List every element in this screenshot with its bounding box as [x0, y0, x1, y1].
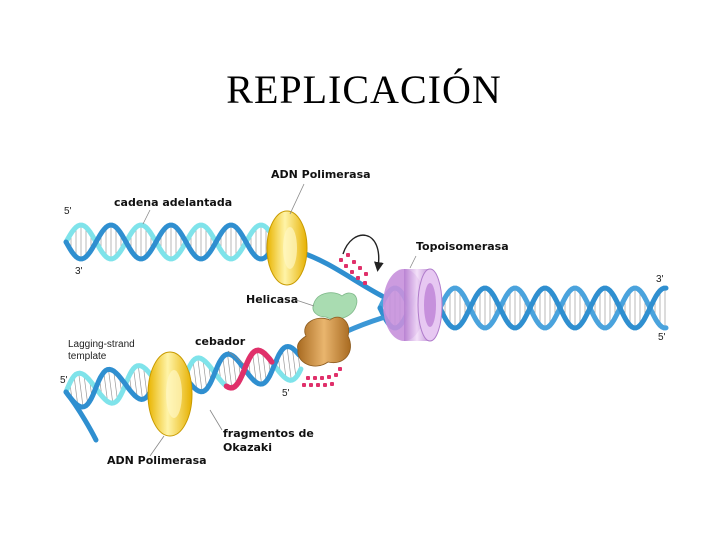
ssb-dot — [358, 266, 362, 270]
end-right-3: 3' — [656, 274, 664, 285]
rna-primer-segment — [223, 347, 275, 391]
ssb-dot — [309, 383, 313, 387]
label-helicase: Helicasa — [246, 293, 298, 306]
label-okazaki-2: Okazaki — [223, 441, 272, 454]
rotation-arrow-icon — [342, 234, 384, 272]
label-leading-strand: cadena adelantada — [114, 196, 232, 209]
base-pair — [262, 351, 267, 382]
label-primer: cebador — [195, 335, 246, 348]
base-pair — [78, 373, 84, 407]
label-okazaki-1: fragmentos de — [223, 427, 314, 440]
dna-polymerase-bottom — [147, 351, 193, 437]
label-topoisomerase: Topoisomerasa — [416, 240, 509, 253]
ssb-dot — [338, 367, 342, 371]
ssb-dot — [364, 272, 368, 276]
label-dna-polymerase-top: ADN Polimerasa — [271, 168, 371, 181]
end-top-left-5: 5' — [64, 206, 72, 217]
base-pair — [192, 360, 198, 391]
leading-strand-helix — [63, 222, 303, 262]
base-pair — [137, 365, 143, 400]
dna-strand — [63, 222, 303, 262]
dna-polymerase-top — [266, 210, 308, 286]
ssb-dot — [346, 253, 350, 257]
base-pair — [286, 346, 292, 381]
end-primer-5: 5' — [282, 388, 290, 399]
ssb-dot — [339, 258, 343, 262]
ssb-dot — [344, 264, 348, 268]
base-pair — [83, 374, 89, 405]
ssb-dot — [302, 383, 306, 387]
primase-protein — [297, 316, 351, 367]
ssb-dot — [313, 376, 317, 380]
label-lagging-template-2: template — [68, 351, 107, 362]
ssb-dot — [350, 270, 354, 274]
base-pair — [222, 357, 227, 387]
helicase-enzyme — [312, 292, 358, 320]
base-pair — [232, 355, 237, 386]
base-pair — [143, 367, 148, 397]
base-pair — [281, 349, 287, 379]
base-pair — [73, 376, 79, 406]
fork-strand-upper — [297, 249, 385, 299]
ssb-dot — [320, 376, 324, 380]
base-pair — [103, 372, 108, 402]
ssb-dot — [330, 382, 334, 386]
slide-title: REPLICACIÓN — [226, 67, 502, 112]
ssb-dot — [356, 276, 360, 280]
base-pair — [227, 354, 233, 388]
ssb-dot — [327, 375, 331, 379]
ssb-dot — [363, 281, 367, 285]
dna-strand — [63, 222, 303, 262]
end-right-5: 5' — [658, 332, 666, 343]
base-pair — [197, 357, 203, 392]
ssb-dot — [352, 260, 356, 264]
label-lagging-template-1: Lagging-strand — [68, 339, 135, 350]
base-pair — [256, 350, 262, 385]
topoisomerase-enzyme — [383, 268, 443, 342]
base-pair — [202, 359, 208, 389]
base-pair — [108, 369, 114, 404]
ssb-dot — [323, 383, 327, 387]
end-lower-left-5: 5' — [60, 375, 68, 386]
single-strand-binding-proteins — [302, 253, 368, 387]
ssb-dot — [306, 376, 310, 380]
ssb-dot — [316, 383, 320, 387]
base-pair — [291, 348, 297, 378]
ssb-dot — [334, 373, 338, 377]
end-top-left-3: 3' — [75, 266, 83, 277]
label-dna-polymerase-bottom: ADN Polimerasa — [107, 454, 207, 467]
base-pair — [113, 370, 118, 401]
base-pair — [133, 368, 138, 398]
base-pair — [252, 353, 257, 383]
lagging-template-tail — [63, 389, 99, 443]
